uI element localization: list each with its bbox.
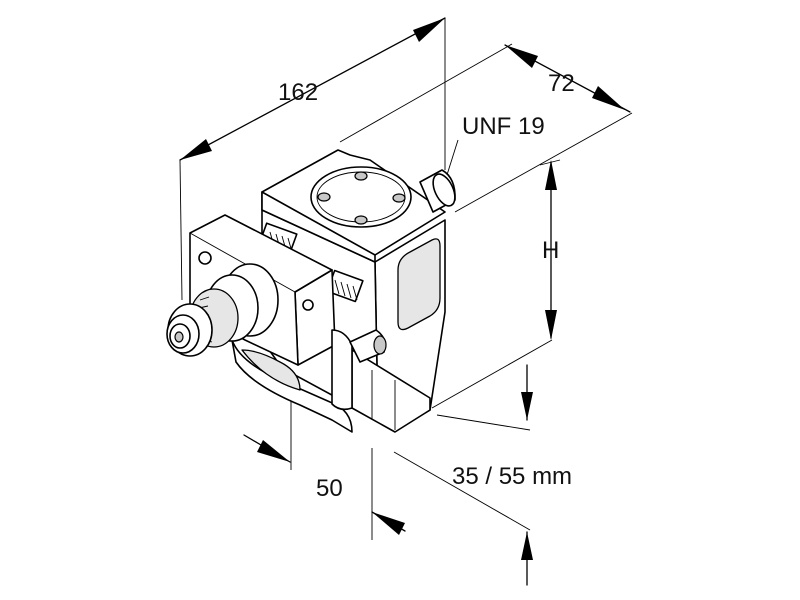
dimension-width: 72	[339, 43, 633, 213]
dimension-shank-label: 35 / 55 mm	[452, 463, 572, 490]
dimension-height-label: H	[542, 237, 559, 264]
spindle	[166, 263, 279, 357]
dimension-shank: 35 / 55 mm	[393, 364, 572, 586]
dimension-offset-label: 50	[316, 475, 343, 502]
mounting-screws	[317, 171, 406, 225]
dimension-width-label: 72	[548, 70, 575, 97]
dimension-length: 162	[179, 17, 446, 301]
dimension-length-label: 162	[278, 79, 318, 106]
thread-leader	[445, 139, 459, 179]
dimension-offset: 50	[243, 395, 406, 540]
thread-label: UNF 19	[462, 113, 545, 140]
coolant-connector	[419, 169, 456, 213]
dimension-height: H	[431, 159, 561, 409]
